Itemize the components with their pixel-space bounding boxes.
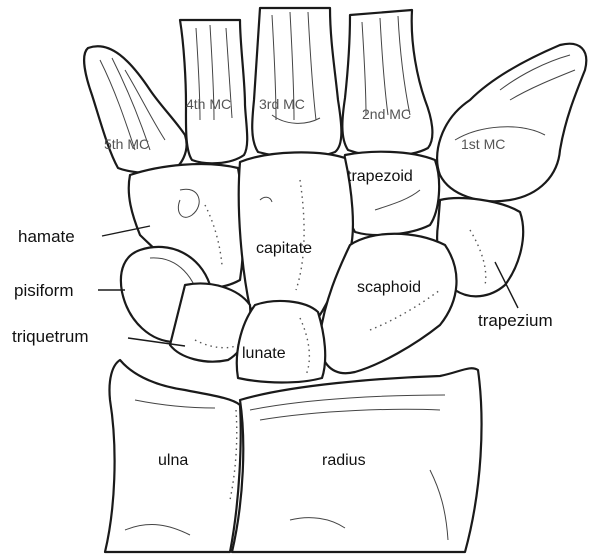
label-hamate: hamate [18,227,75,246]
label-lunate: lunate [242,345,286,362]
label-radius: radius [322,452,366,469]
label-2nd-mc: 2nd MC [362,106,411,122]
label-4th-mc: 4th MC [186,96,231,112]
label-scaphoid: scaphoid [357,279,421,296]
label-trapezium: trapezium [478,311,553,330]
trapezoid-bone [343,152,439,235]
label-ulna: ulna [158,452,188,469]
label-trapezoid: trapezoid [347,168,413,185]
label-capitate: capitate [256,240,312,257]
label-triquetrum: triquetrum [12,327,89,346]
label-5th-mc: 5th MC [104,136,149,152]
label-1st-mc: 1st MC [461,136,505,152]
first-metacarpal [437,44,586,202]
third-metacarpal [252,8,341,157]
lunate-bone [237,301,325,383]
label-pisiform: pisiform [14,281,74,300]
label-3rd-mc: 3rd MC [259,96,305,112]
second-metacarpal [342,10,432,156]
